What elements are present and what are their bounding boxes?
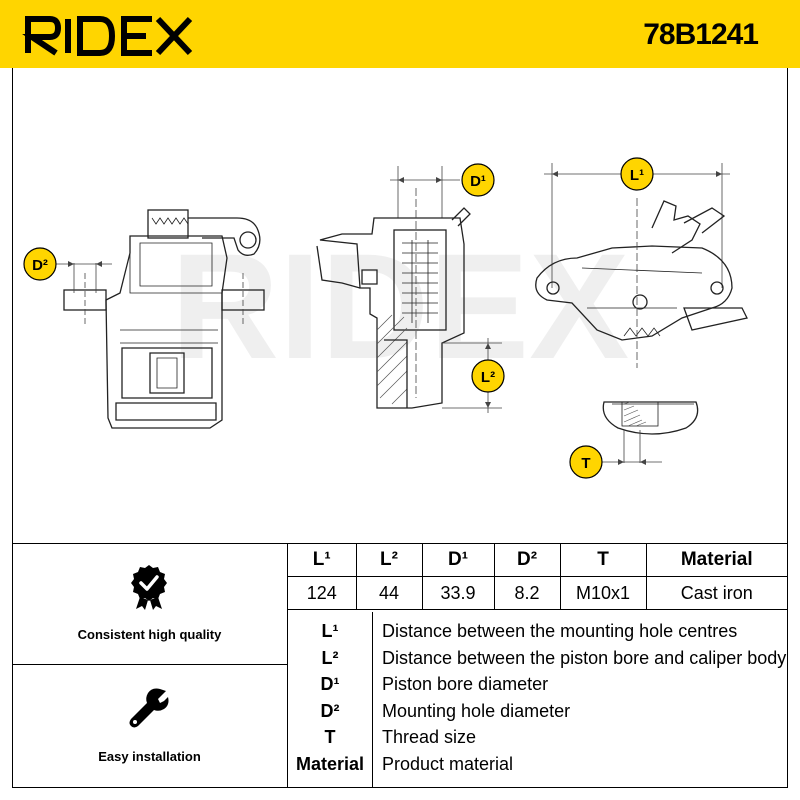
- badge-d1: D¹: [461, 163, 495, 197]
- legend-desc: Product material: [382, 753, 514, 774]
- spec-header-row: L¹ L² D¹ D² T Material: [288, 544, 787, 577]
- spec-value: M10x1: [559, 576, 647, 610]
- legend-row: T Thread size: [288, 724, 787, 751]
- spec-value-row: 124 44 33.9 8.2 M10x1 Cast iron: [288, 576, 787, 610]
- legend-key: L¹: [321, 621, 339, 641]
- spec-header: D¹: [421, 544, 495, 577]
- legend-desc: Distance between the mounting hole centr…: [382, 621, 738, 641]
- legend-row: D² Mounting hole diameter: [288, 698, 787, 725]
- spec-value: 8.2: [493, 576, 561, 610]
- info-section: [12, 543, 788, 788]
- caliper-top-view: [535, 163, 748, 368]
- legend-desc: Thread size: [382, 727, 477, 747]
- legend-key: T: [324, 727, 336, 747]
- legend-row: Material Product material: [288, 751, 787, 778]
- svg-text:T: T: [581, 455, 590, 472]
- badge-l2: L²: [471, 359, 505, 393]
- legend-list: L¹ Distance between the mounting hole ce…: [288, 612, 787, 787]
- drawing-frame: [12, 68, 788, 544]
- spec-value: 44: [355, 576, 423, 610]
- section-divider: [287, 543, 288, 788]
- legend-row: D¹ Piston bore diameter: [288, 671, 787, 698]
- ridex-logo: [22, 16, 193, 56]
- spec-value: 124: [288, 576, 357, 610]
- badge-d2: D²: [23, 247, 57, 281]
- header-bar: 78B1241: [0, 0, 800, 68]
- spec-header: Material: [645, 544, 787, 577]
- spec-header: L¹: [288, 544, 357, 577]
- caliper-section-view: [316, 166, 502, 413]
- spec-value: Cast iron: [645, 576, 787, 610]
- spec-value: 33.9: [421, 576, 495, 610]
- svg-text:L²: L²: [481, 369, 495, 386]
- legend-desc: Distance between the piston bore and cal…: [382, 647, 787, 668]
- wrench-icon: [129, 688, 169, 728]
- spec-header: L²: [355, 544, 423, 577]
- legend-row: L¹ Distance between the mounting hole ce…: [288, 618, 787, 645]
- legend-key: D¹: [320, 674, 340, 694]
- check-badge-icon: [131, 565, 167, 610]
- part-number: 78B1241: [643, 18, 759, 51]
- legend-row: L² Distance between the piston bore and …: [288, 645, 787, 672]
- watermark: RIDEX: [171, 222, 629, 390]
- badge-t: T: [569, 445, 603, 479]
- feature-installation-label: Easy installation: [98, 749, 201, 764]
- legend-key: Material: [295, 753, 365, 774]
- spec-header: T: [559, 544, 647, 577]
- legend-key: L²: [321, 647, 339, 668]
- feature-quality: Consistent high quality: [12, 543, 287, 665]
- svg-text:D¹: D¹: [470, 173, 486, 190]
- feature-quality-label: Consistent high quality: [77, 627, 222, 642]
- legend-divider: [372, 612, 373, 787]
- svg-text:D²: D²: [32, 257, 48, 274]
- legend-key: D²: [320, 700, 340, 721]
- spec-table: L¹ L² D¹ D² T Material 124 44 33.9 8.2 M…: [288, 544, 787, 610]
- legend-desc: Mounting hole diameter: [382, 700, 571, 721]
- technical-drawing: RIDEX D²: [23, 157, 748, 479]
- legend-desc: Piston bore diameter: [382, 674, 549, 694]
- thread-detail: [602, 401, 699, 465]
- spec-header: D²: [493, 544, 561, 577]
- feature-installation: Easy installation: [12, 665, 287, 788]
- badge-l1: L¹: [620, 157, 654, 191]
- caliper-front-view: [52, 209, 265, 429]
- svg-text:L¹: L¹: [630, 167, 644, 184]
